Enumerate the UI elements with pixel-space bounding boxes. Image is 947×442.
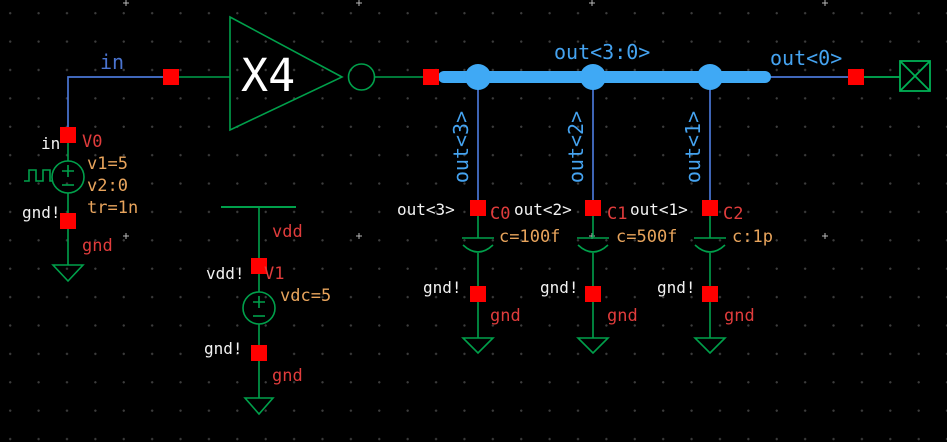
c1-instance-label[interactable]: C1 [607,204,628,224]
v1-plus-sign [253,296,265,308]
c0-gnd-net-label[interactable]: gnd [490,306,521,326]
inverter-triangle[interactable] [229,15,344,132]
c1-gnd-net-label[interactable]: gnd [607,306,638,326]
wire-net-in[interactable] [67,76,163,128]
c1-curved-plate[interactable] [577,244,609,253]
v0-pin-net-label[interactable]: in [41,134,61,153]
c2-net-label[interactable]: out<1> [630,200,688,219]
c1-value-label[interactable]: c=500f [616,227,678,247]
v1-gnd-net-label[interactable]: gnd [272,366,303,386]
pin-in-wire[interactable] [163,69,179,85]
c1-net-label[interactable]: out<2> [514,200,572,219]
net-label-tap-out1[interactable]: out<1> [681,110,705,184]
net-label-out0[interactable]: out<0> [770,46,843,70]
pin-v0-minus[interactable] [60,213,76,229]
c1-gnd-pin-label[interactable]: gnd! [540,278,579,297]
pin-c2-gnd[interactable] [702,286,718,302]
pin-v0-plus[interactable] [60,127,76,143]
c2-instance-label[interactable]: C2 [723,204,744,224]
pin-c0-top[interactable] [470,200,486,216]
net-label-bus[interactable]: out<3:0> [554,40,651,64]
output-pin-x-icon [899,60,931,92]
c2-gnd-pin-label[interactable]: gnd! [657,278,696,297]
v0-prop-tr[interactable]: tr=1n [87,198,139,218]
c2-gnd-triangle-icon[interactable] [693,337,727,355]
connection-pins[interactable] [60,69,864,361]
capacitor-c2-symbol[interactable] [693,216,727,355]
pin-c0-gnd[interactable] [470,286,486,302]
instance-label-x4[interactable]: X4 [241,49,296,102]
v0-gnd-pin-label[interactable]: gnd! [22,203,61,222]
v1-vdd-net-label[interactable]: vdd [272,222,303,242]
v0-gnd-net-label[interactable]: gnd [82,236,113,256]
c0-gnd-pin-label[interactable]: gnd! [423,278,462,297]
v1-gnd-triangle-icon[interactable] [243,397,275,416]
solder-dot-out1[interactable] [697,64,723,90]
c2-gnd-net-label[interactable]: gnd [724,306,755,326]
net-label-tap-out3[interactable]: out<3> [449,110,473,184]
output-pin-out0-symbol[interactable] [864,60,931,92]
bus-solder-dots[interactable] [465,64,723,90]
c0-net-label[interactable]: out<3> [397,200,455,219]
c2-value-label[interactable]: c:1p [732,227,773,247]
v0-gnd-triangle-icon[interactable] [51,264,85,283]
v1-instance-label[interactable]: V1 [264,264,285,284]
capacitor-c0-symbol[interactable] [461,216,495,355]
net-label-in[interactable]: in [100,50,125,74]
capacitor-c1-symbol[interactable] [576,216,610,355]
c0-value-label[interactable]: c=100f [499,227,561,247]
v1-prop-vdc[interactable]: vdc=5 [280,286,332,306]
v0-pulse-waveform-icon [24,169,53,182]
c0-gnd-triangle-icon[interactable] [461,337,495,355]
pin-v1-minus[interactable] [251,345,267,361]
c2-curved-plate[interactable] [694,244,726,253]
v1-gnd-pin-label[interactable]: gnd! [204,339,243,358]
v0-plus-sign [62,165,74,177]
v0-instance-label[interactable]: V0 [82,132,103,152]
vsource-v0-symbol[interactable] [24,143,85,283]
solder-dot-out3[interactable] [465,64,491,90]
inverter-bubble[interactable] [347,63,376,91]
output-pin-box-icon[interactable] [899,60,931,92]
c0-instance-label[interactable]: C0 [490,204,511,224]
solder-dot-out2[interactable] [580,64,606,90]
c1-gnd-triangle-icon[interactable] [576,337,610,355]
pin-out0[interactable] [848,69,864,85]
v1-vdd-pin-label[interactable]: vdd! [206,264,245,283]
v0-prop-v2[interactable]: v2:0 [87,176,128,196]
c0-curved-plate[interactable] [462,244,494,253]
inverter-x4-symbol[interactable] [179,15,423,132]
pin-c1-top[interactable] [585,200,601,216]
pin-inverter-output[interactable] [423,69,439,85]
pin-c1-gnd[interactable] [585,286,601,302]
pin-v1-plus[interactable] [251,258,267,274]
net-label-tap-out2[interactable]: out<2> [564,110,588,184]
vsource-v1-symbol[interactable] [221,206,296,416]
pin-c2-top[interactable] [702,200,718,216]
v0-prop-v1[interactable]: v1=5 [87,154,128,174]
